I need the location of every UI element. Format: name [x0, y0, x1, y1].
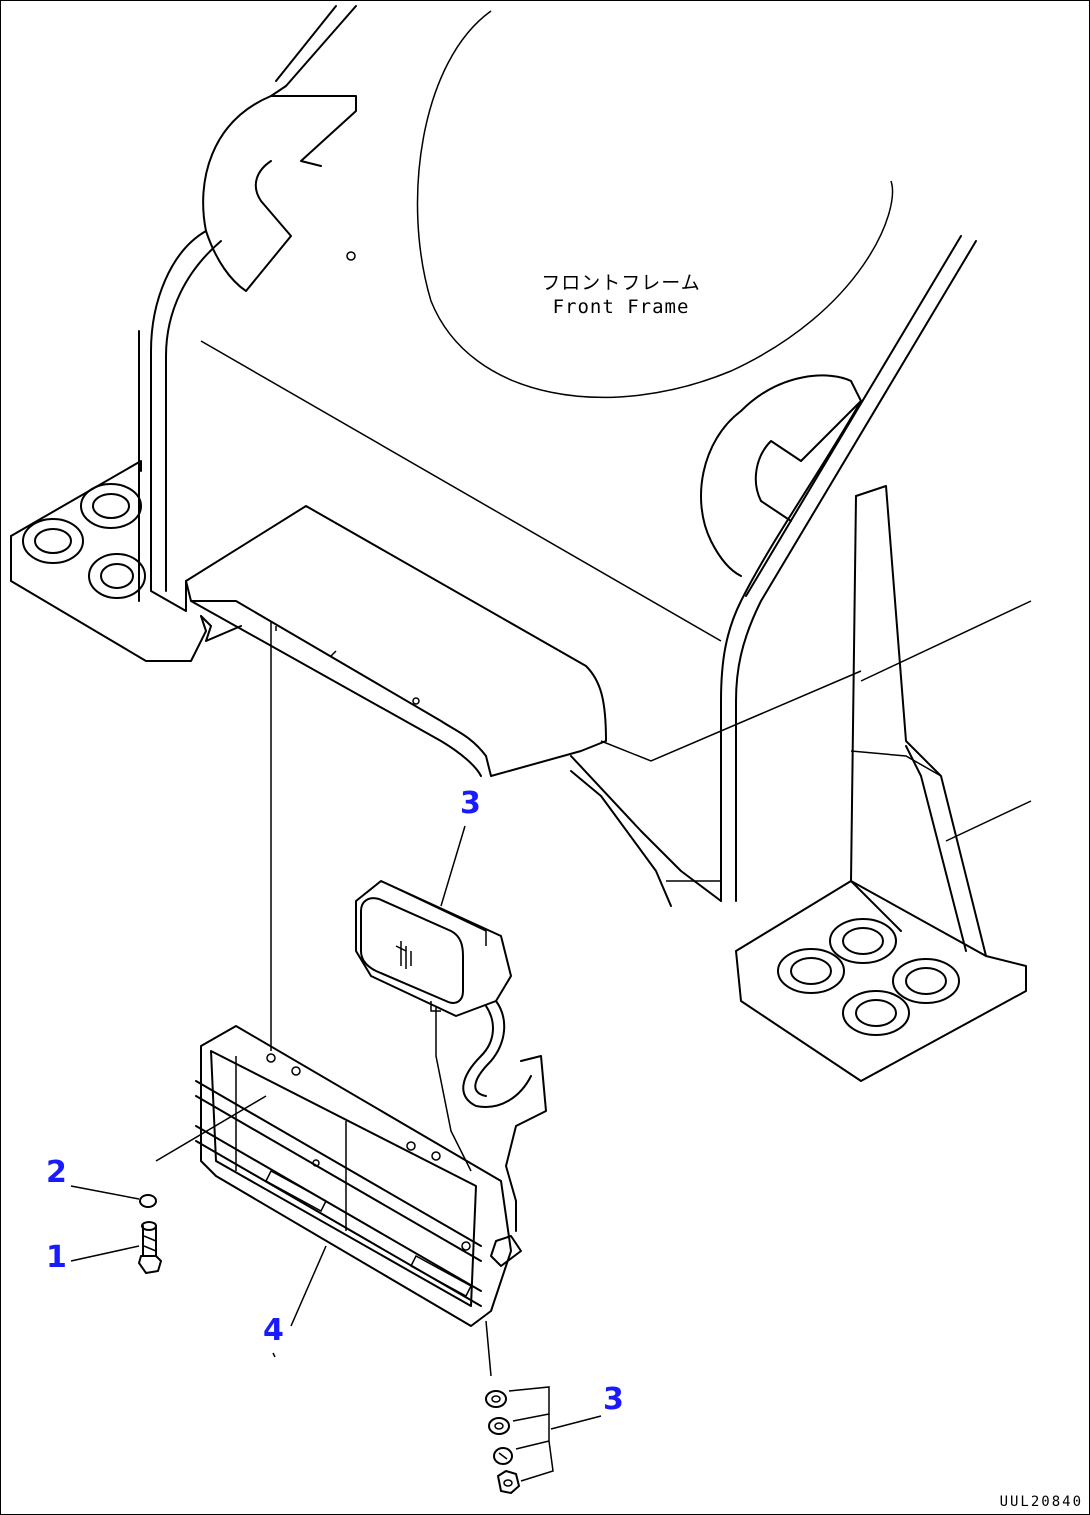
callout-hardware-set[interactable]: 3	[603, 1382, 624, 1417]
frame-label: フロントフレーム Front Frame	[531, 271, 711, 319]
lamp-leader	[440, 825, 466, 907]
assembly-lines	[155, 621, 492, 1377]
work-lamp	[355, 880, 547, 1232]
callout-lamp[interactable]: 3	[460, 786, 481, 821]
bolt	[70, 1221, 162, 1274]
callout-bolt[interactable]: 1	[46, 1240, 67, 1275]
lamp-guard	[195, 1025, 522, 1327]
frame-label-jp: フロントフレーム	[541, 272, 701, 294]
hardware-set	[485, 1386, 602, 1494]
callout-washer[interactable]: 2	[46, 1155, 67, 1190]
guard-leader-dot	[272, 1352, 276, 1358]
guard-leader	[290, 1245, 327, 1327]
drawing-code: UUL20840	[999, 1494, 1083, 1510]
washer	[70, 1185, 157, 1208]
front-frame	[10, 5, 1032, 1082]
callout-guard[interactable]: 4	[263, 1313, 284, 1348]
frame-label-en: Front Frame	[552, 296, 690, 318]
